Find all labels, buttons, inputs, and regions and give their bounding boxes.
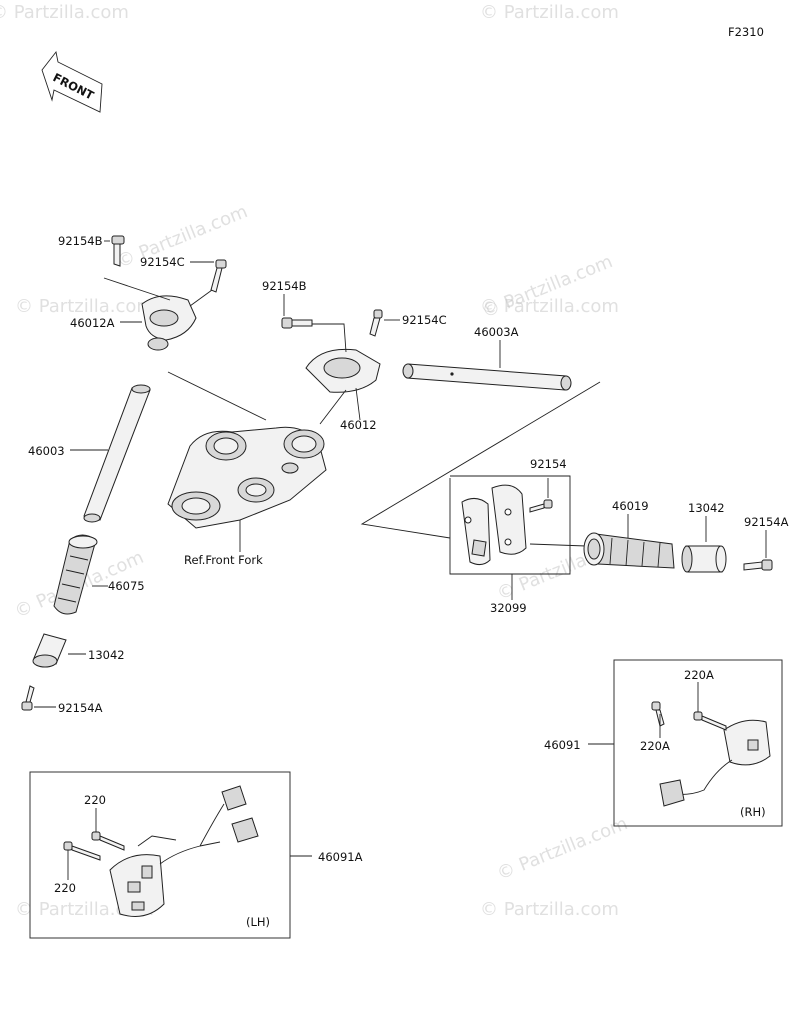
watermark: © Partzilla.com	[0, 2, 129, 23]
right-grip	[583, 514, 675, 569]
left-bar-end	[21, 633, 86, 711]
label-13042-left: 13042	[88, 648, 125, 662]
triple-clamp	[167, 371, 327, 552]
label-46075: 46075	[108, 579, 145, 593]
watermark: © Partzilla.com	[494, 813, 631, 885]
label-46019: 46019	[612, 499, 649, 513]
right-handlebar-tube	[360, 340, 601, 539]
label-92154A-right: 92154A	[744, 515, 789, 529]
right-bar-end	[681, 516, 773, 573]
watermark: © Partzilla.com	[480, 899, 619, 920]
label-rh: (RH)	[740, 805, 766, 819]
label-220-top: 220	[84, 793, 106, 807]
figure-code: F2310	[728, 25, 764, 39]
label-46091A: 46091A	[318, 850, 363, 864]
label-ref-front-fork: Ref.Front Fork	[184, 553, 263, 567]
label-92154A-left: 92154A	[58, 701, 103, 715]
front-arrow-label: FRONT	[51, 70, 97, 103]
label-lh: (LH)	[246, 915, 270, 929]
lh-switch-assembly	[63, 785, 312, 917]
label-92154B-top: 92154B	[58, 234, 103, 248]
label-220A-top: 220A	[684, 668, 714, 682]
label-46012A: 46012A	[70, 316, 115, 330]
label-92154C-mid: 92154C	[402, 313, 447, 327]
label-13042-right: 13042	[688, 501, 725, 515]
throttle-housing	[449, 475, 587, 600]
label-46091: 46091	[544, 738, 581, 752]
rh-switch-assembly	[588, 682, 771, 807]
lh-switch-box	[29, 771, 291, 939]
label-92154C-left: 92154C	[140, 255, 185, 269]
front-arrow-icon: FRONT	[41, 50, 103, 113]
left-clamp-assembly	[103, 235, 227, 351]
label-46012: 46012	[340, 418, 377, 432]
label-46003A: 46003A	[474, 325, 519, 339]
label-92154: 92154	[530, 457, 567, 471]
label-46003: 46003	[28, 444, 65, 458]
right-clamp-assembly	[281, 294, 400, 425]
label-92154B-mid: 92154B	[262, 279, 307, 293]
left-handlebar-tube	[70, 384, 151, 523]
watermark: © Partzilla.com	[15, 296, 154, 317]
rh-switch-box	[613, 659, 783, 827]
left-grip	[53, 534, 108, 615]
label-220-bottom: 220	[54, 881, 76, 895]
watermark: © Partzilla.com	[480, 2, 619, 23]
label-32099: 32099	[490, 601, 527, 615]
label-220A-bottom: 220A	[640, 739, 670, 753]
watermark: © Partzilla.com	[480, 296, 619, 317]
